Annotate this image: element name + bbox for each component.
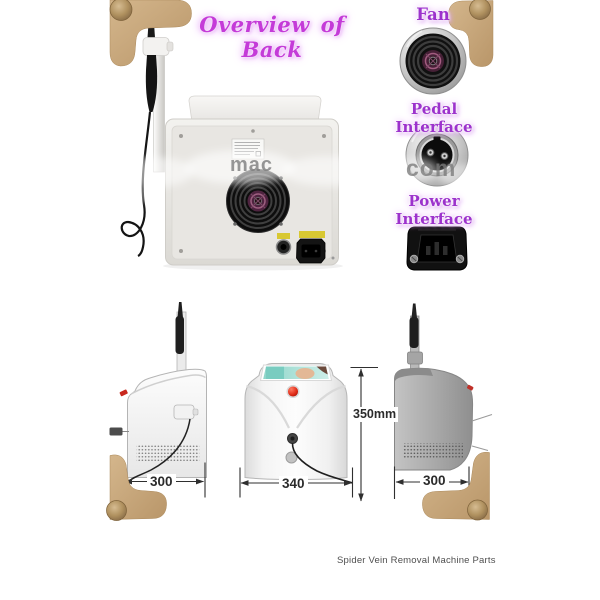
watermark-haze — [110, 150, 487, 205]
callout-label-fan: Fan — [416, 5, 450, 24]
dimension-label-height: 350mm — [351, 407, 399, 422]
front-view-drawing — [244, 363, 353, 484]
dimension-label-side-width: 300 — [147, 474, 176, 489]
side-view-left-drawing — [109, 302, 207, 483]
corner-decorations — [106, 0, 494, 521]
screen-image — [263, 366, 329, 379]
fan-photo — [399, 27, 467, 95]
back-connectors — [275, 231, 335, 264]
watermark-fragment-right: com — [406, 155, 457, 181]
dimension-label-front-width: 340 — [279, 476, 308, 491]
watermark-fragment-left: mac — [230, 154, 274, 176]
dimension-lines — [124, 366, 470, 502]
callout-label-power-interface: Power Interface — [395, 192, 473, 228]
page-title: Overview of Back — [199, 12, 345, 62]
callout-label-pedal-interface: Pedal Interface — [395, 100, 473, 136]
dimension-label-right-side-width: 300 — [420, 473, 449, 488]
side-view-right-drawing — [394, 303, 493, 471]
image-caption: Spider Vein Removal Machine Parts — [337, 555, 496, 566]
power-photo — [406, 226, 468, 271]
